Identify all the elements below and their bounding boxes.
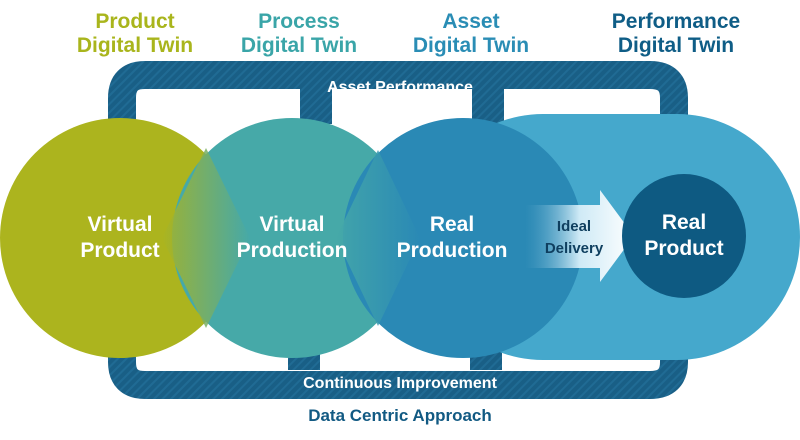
stage-virtual-production: Virtual Production bbox=[212, 212, 372, 264]
stage-line2: Production bbox=[396, 239, 508, 262]
header-process-digital-twin: Process Digital Twin bbox=[204, 10, 394, 58]
stage-line1: Real bbox=[661, 211, 707, 234]
header-line2: Digital Twin bbox=[412, 34, 530, 57]
stage-line1: Virtual bbox=[259, 213, 325, 236]
virtual-production-circle bbox=[172, 118, 412, 358]
arrow-line2: Delivery bbox=[544, 240, 604, 257]
real-production-circle bbox=[343, 118, 583, 358]
asset-performance-label: Asset Performance bbox=[327, 79, 473, 96]
stage-real-production: Real Production bbox=[372, 212, 532, 264]
header-performance-digital-twin: Performance Digital Twin bbox=[576, 10, 776, 58]
arrow-line1: Ideal bbox=[556, 218, 592, 235]
ideal-delivery-arrow bbox=[525, 190, 634, 282]
header-line2: Digital Twin bbox=[617, 34, 735, 57]
header-line1: Performance bbox=[611, 10, 741, 33]
ideal-delivery-label: Ideal Delivery bbox=[528, 216, 620, 260]
header-asset-digital-twin: Asset Digital Twin bbox=[376, 10, 566, 58]
stage-virtual-product: Virtual Product bbox=[40, 212, 200, 264]
continuous-improvement-label: Continuous Improvement bbox=[303, 375, 497, 392]
stage-real-product: Real Product bbox=[624, 210, 744, 262]
header-line2: Digital Twin bbox=[76, 34, 194, 57]
header-line1: Process bbox=[258, 10, 340, 33]
process-asset-overlap bbox=[336, 150, 420, 326]
virtual-product-circle bbox=[0, 118, 240, 358]
data-centric-approach-label: Data Centric Approach bbox=[308, 406, 492, 425]
stage-line1: Real bbox=[429, 213, 475, 236]
top-loop bbox=[108, 61, 688, 140]
stage-line2: Product bbox=[644, 237, 724, 260]
header-product-digital-twin: Product Digital Twin bbox=[40, 10, 230, 58]
header-line2: Digital Twin bbox=[240, 34, 358, 57]
stage-line2: Product bbox=[80, 239, 160, 262]
product-process-overlap bbox=[162, 148, 250, 328]
real-product-circle bbox=[622, 174, 746, 298]
header-line1: Asset bbox=[442, 10, 500, 33]
stage-line2: Production bbox=[236, 239, 348, 262]
stage-line1: Virtual bbox=[87, 213, 153, 236]
header-line1: Product bbox=[95, 10, 175, 33]
